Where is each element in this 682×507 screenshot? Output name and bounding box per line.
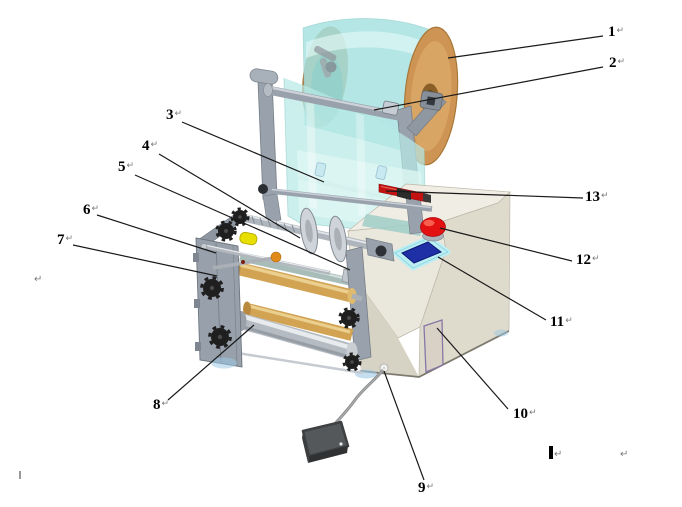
lower-guide-bar (230, 350, 364, 375)
leader-line-11 (437, 256, 547, 321)
leader-line-6 (96, 214, 217, 254)
leader-line-9 (383, 370, 425, 481)
pedal-front-side (308, 446, 348, 463)
foot-switch-connector-pin (382, 366, 386, 370)
leader-line-10 (436, 327, 509, 410)
side-panel-plate (423, 319, 444, 373)
leader-line-4 (158, 153, 301, 239)
leader-line-1 (447, 35, 604, 59)
roll-spindle-lock (426, 96, 436, 106)
frame-left-post (257, 78, 278, 200)
leader-line-12 (439, 227, 573, 262)
button-dome (420, 217, 446, 237)
guide-disc-shaft (235, 207, 395, 263)
foot-pedal (301, 369, 385, 463)
apply-roller-bottom (243, 301, 354, 341)
display-screen (401, 241, 442, 264)
roller-assembly (193, 207, 395, 375)
assembly-foot (211, 357, 237, 369)
orange-tip-rod (212, 251, 282, 270)
display-bezel-edge (394, 237, 449, 269)
roll-support-bar (263, 83, 403, 121)
control-display (392, 235, 451, 271)
shaft-clamp (375, 245, 387, 257)
leader-line-3 (181, 121, 325, 183)
yellow-knob (239, 231, 258, 246)
roll-highlight (306, 31, 430, 60)
leader-line-7 (72, 244, 218, 277)
leader-line-13 (385, 190, 584, 199)
base-foot-right (494, 329, 508, 337)
orange-knob (270, 251, 282, 263)
web-clip-left (314, 162, 327, 177)
star-knob (200, 276, 224, 300)
cross-bar-clamp (258, 184, 268, 194)
emergency-stop-button (420, 217, 446, 242)
label-sensor (378, 183, 431, 203)
button-highlight (423, 219, 435, 227)
pedal-left-side (302, 431, 309, 463)
web-clip-right (375, 165, 388, 180)
star-knob (342, 352, 362, 372)
leader-line-5 (134, 174, 351, 271)
frame-left-post-cap (249, 68, 279, 85)
leader-line-2 (373, 66, 604, 111)
leader-line-8 (167, 324, 255, 401)
support-bar-collar (381, 100, 400, 116)
support-bar-cap (263, 83, 273, 97)
frame-cross-bar (258, 184, 433, 212)
base-foot-left (355, 369, 377, 379)
outfeed-plate (362, 214, 424, 236)
callout-leader-lines (72, 35, 604, 481)
star-knob (208, 325, 232, 349)
star-knob (215, 220, 237, 242)
